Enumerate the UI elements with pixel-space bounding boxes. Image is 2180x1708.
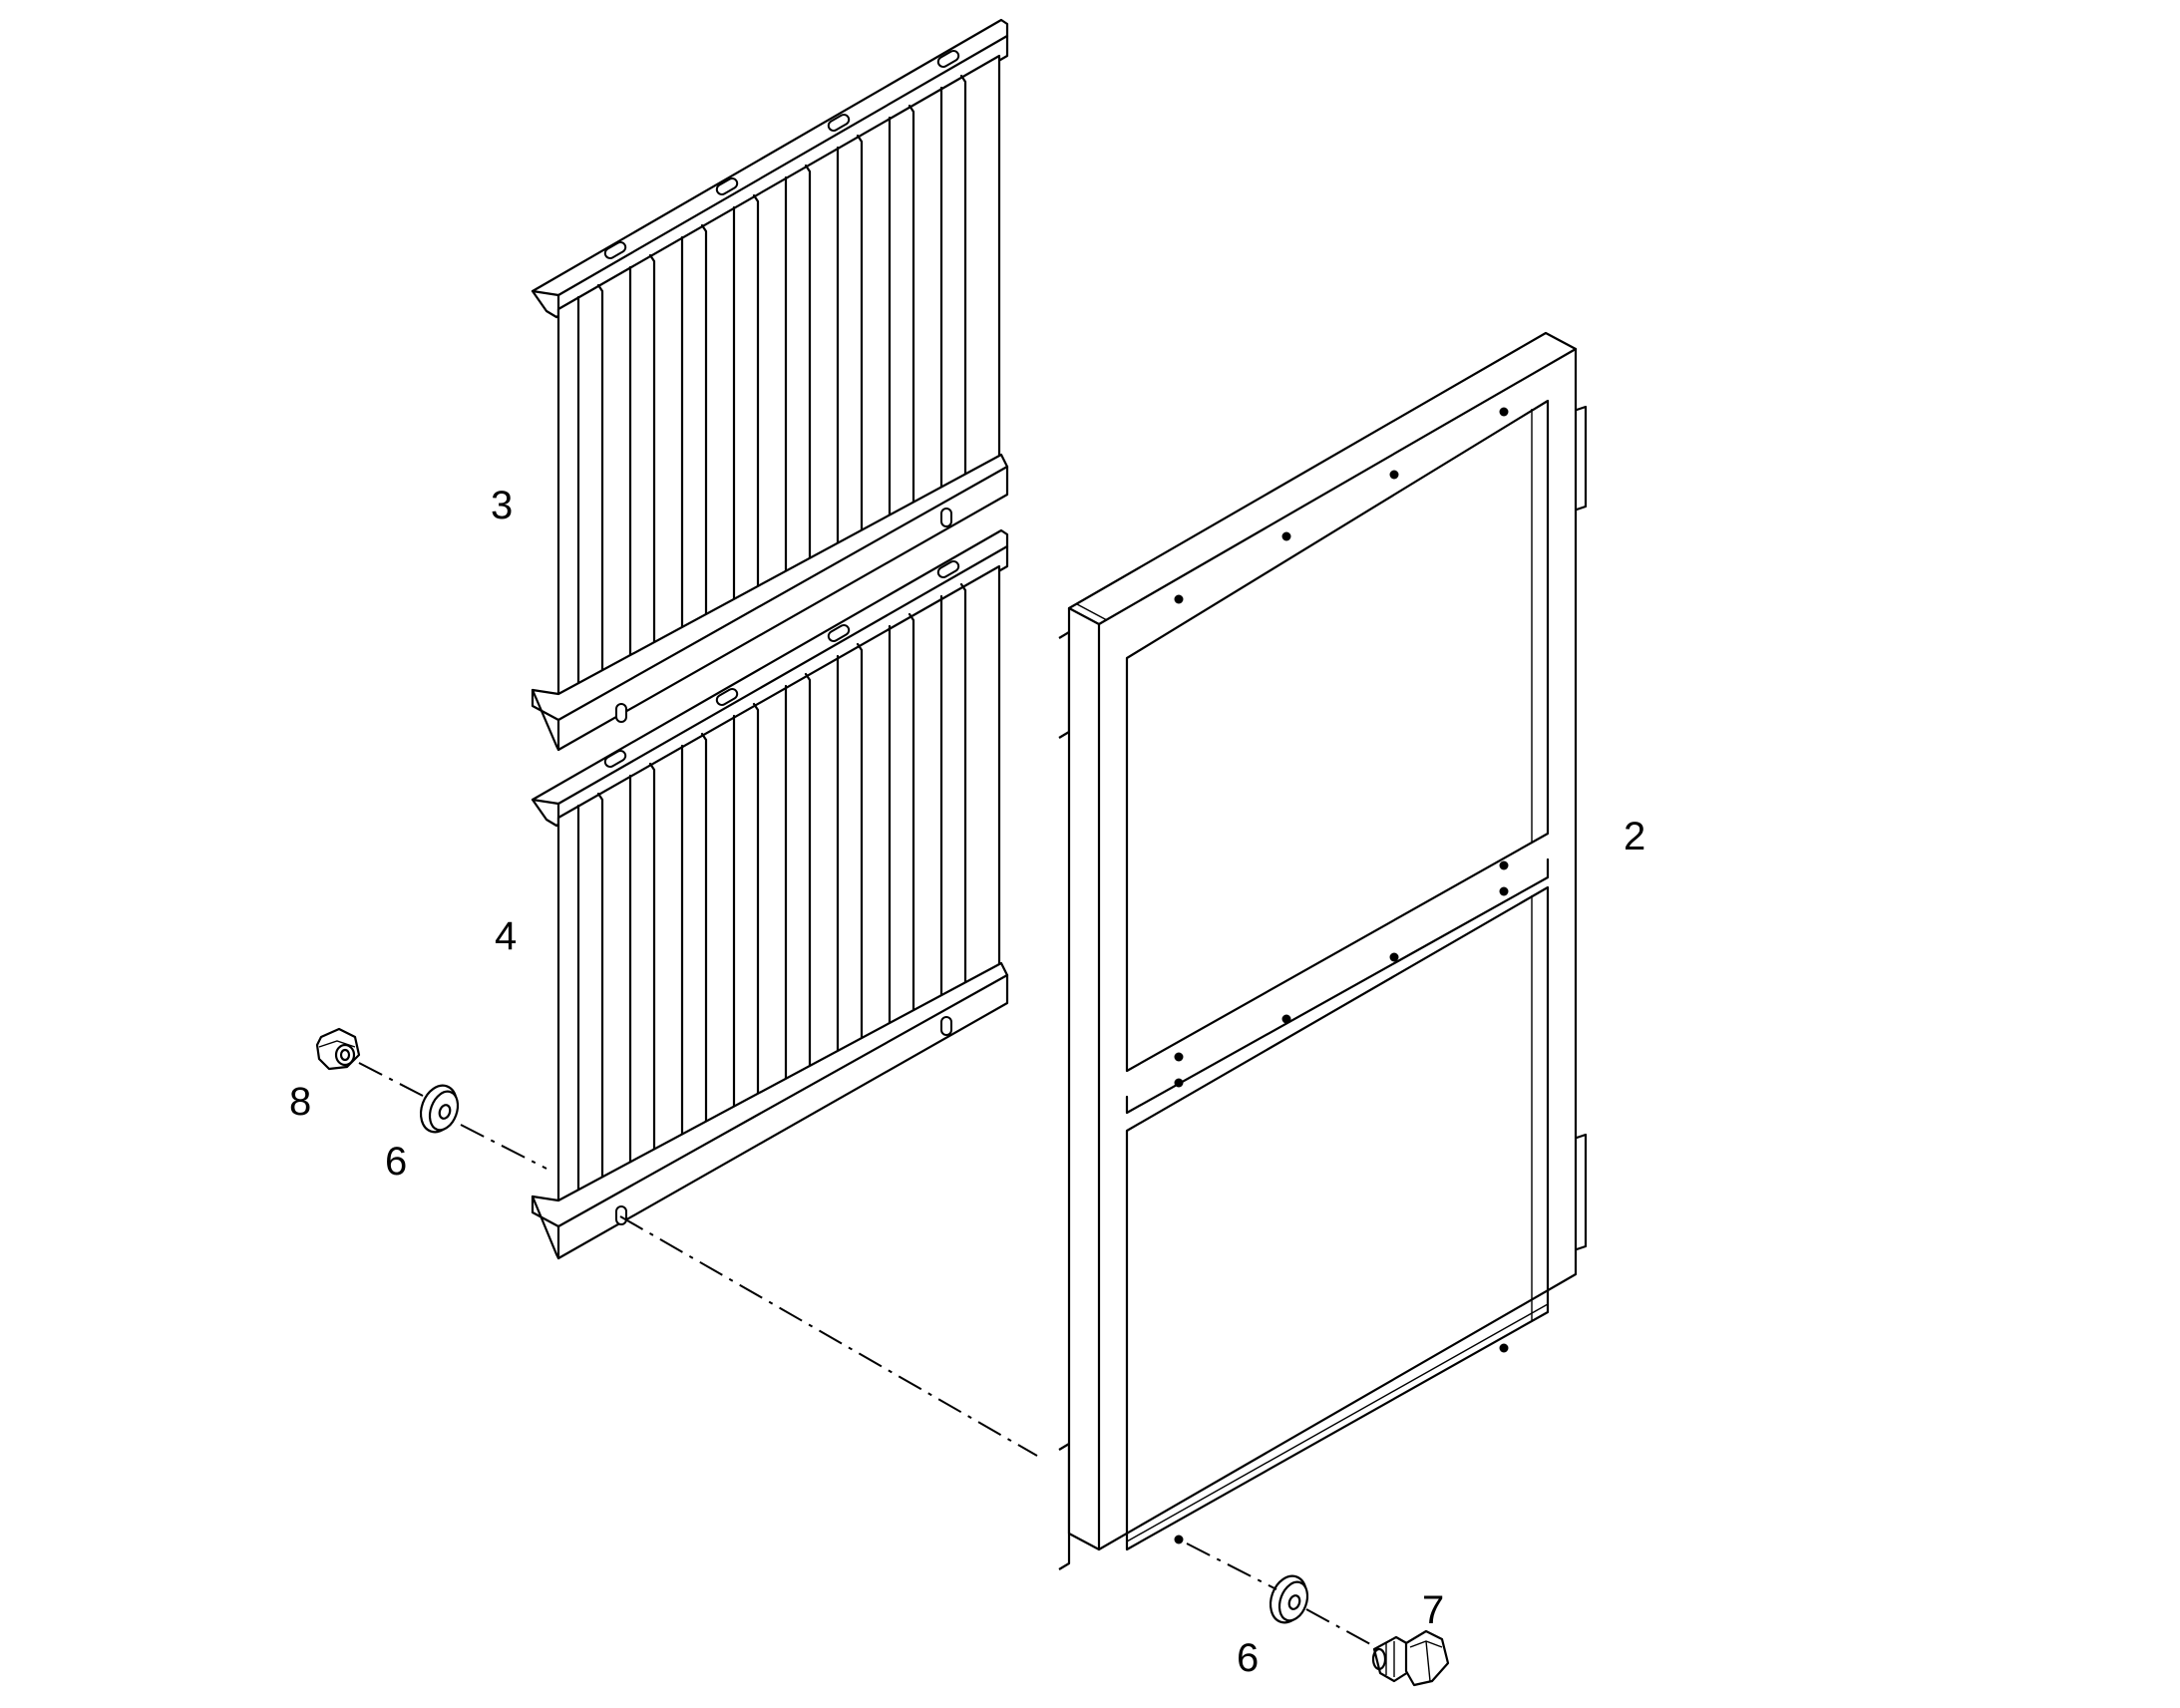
frame-holes <box>1174 407 1509 1544</box>
washer-left <box>419 1084 460 1134</box>
bolt <box>1371 1629 1450 1687</box>
frame-lower-opening <box>1125 885 1550 1551</box>
callout-bolt: 7 <box>1422 1588 1444 1632</box>
assembly-center-lines <box>358 1062 1373 1646</box>
lower-louver-panel <box>531 528 1009 1260</box>
callout-upper-louver: 3 <box>491 484 513 527</box>
callout-washer-left: 6 <box>385 1140 407 1184</box>
washer-right <box>1269 1574 1309 1624</box>
callout-frame: 2 <box>1624 815 1645 858</box>
callout-lower-louver: 4 <box>495 914 517 958</box>
nut <box>315 1027 361 1071</box>
callout-washer-right: 6 <box>1237 1636 1259 1680</box>
upper-louver-panel <box>531 18 1009 752</box>
frame-outer <box>1067 331 1578 1551</box>
callout-nut: 8 <box>289 1080 311 1124</box>
frame-assembly <box>1058 331 1588 1570</box>
